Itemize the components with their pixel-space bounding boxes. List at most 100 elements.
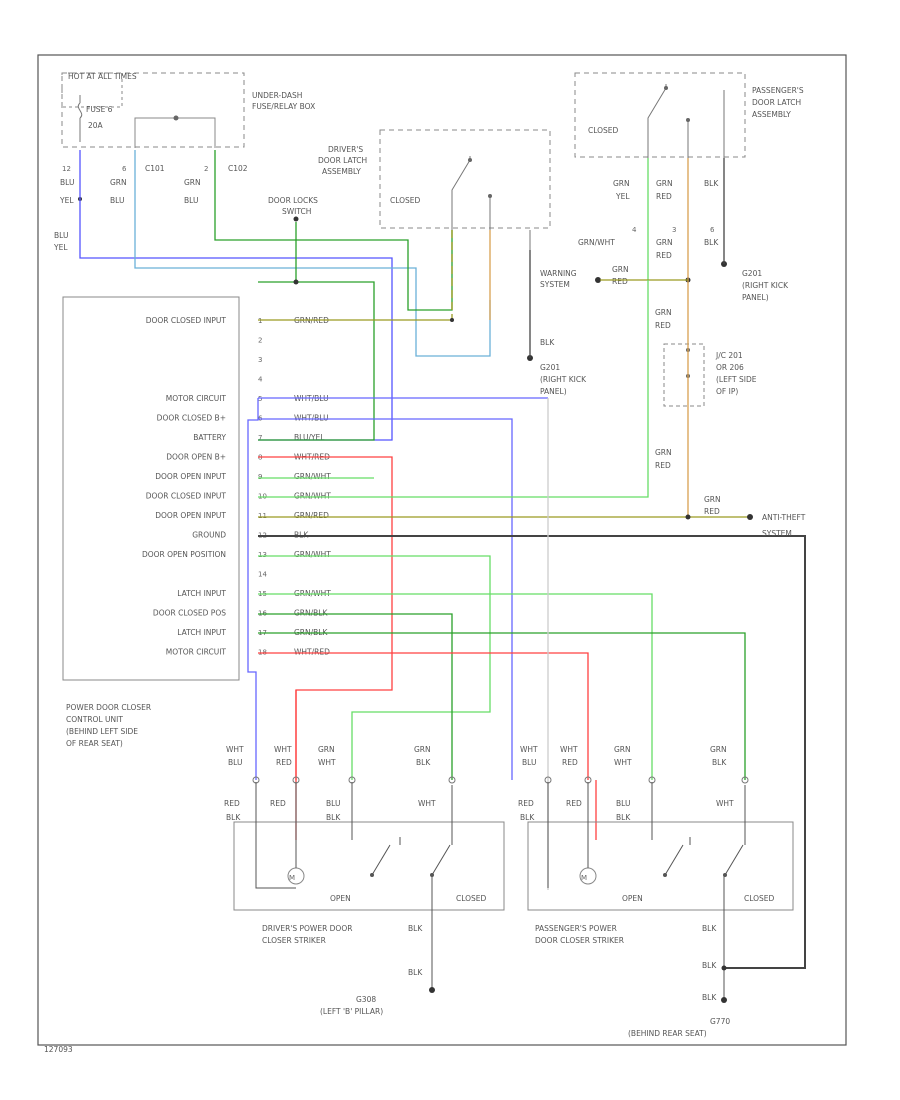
svg-text:WHT: WHT bbox=[418, 799, 436, 808]
passenger-striker-wire-labels: WHT BLU WHT RED GRN WHT GRN BLK RED BLK … bbox=[518, 745, 734, 822]
svg-text:GRN: GRN bbox=[318, 745, 335, 754]
svg-text:RED: RED bbox=[276, 758, 292, 767]
driver-striker-wire-labels: WHT BLU WHT RED GRN WHT GRN BLK RED BLK … bbox=[224, 745, 436, 822]
driver-latch-title-1: DRIVER'S bbox=[328, 145, 363, 154]
g201-top-name: G201 bbox=[742, 269, 762, 278]
control-unit-pin-number: 13 bbox=[258, 551, 267, 559]
wire-wht-blu-pin6 bbox=[258, 418, 513, 780]
door-locks-switch-label-1: DOOR LOCKS bbox=[268, 196, 318, 205]
wire-grn-wht-pin9 bbox=[258, 280, 649, 498]
wire-blk-ground bbox=[258, 535, 806, 969]
power-door-closer-control-unit bbox=[62, 296, 240, 681]
control-unit-pin-wire: GRN/RED bbox=[294, 511, 329, 520]
svg-text:RED: RED bbox=[270, 799, 286, 808]
warning-system-label-2: SYSTEM bbox=[540, 280, 570, 289]
fuse-box-title-1: UNDER-DASH bbox=[252, 91, 302, 100]
door-locks-switch-label-2: SWITCH bbox=[282, 207, 311, 216]
wire-label: RED bbox=[655, 321, 671, 330]
wire-label: BLU bbox=[60, 178, 74, 187]
control-unit-title-3: (BEHIND LEFT SIDE bbox=[66, 727, 138, 736]
control-unit-pin-label: DOOR CLOSED POS bbox=[153, 609, 226, 618]
control-unit-pin-number: 1 bbox=[258, 317, 262, 325]
joint-connector-jc201 bbox=[663, 343, 705, 407]
control-unit-pin-label: DOOR CLOSED INPUT bbox=[146, 316, 227, 325]
pin-12: 12 bbox=[62, 165, 71, 173]
wire-grn-blu-lock bbox=[258, 222, 375, 441]
control-unit-pin-label: MOTOR CIRCUIT bbox=[166, 394, 227, 403]
ground-right-name: G770 bbox=[710, 1017, 730, 1026]
warning-system-label-1: WARNING bbox=[540, 269, 577, 278]
pass-striker-closed: CLOSED bbox=[744, 894, 775, 903]
g201-mid-loc-1: (RIGHT KICK bbox=[540, 375, 587, 384]
anti-theft-label-1: ANTI-THEFT bbox=[762, 513, 806, 522]
driver-power-door-closer-striker: M OPEN CLOSED bbox=[233, 782, 505, 990]
wire-label: GRN bbox=[184, 178, 201, 187]
wire-wht-red-pin18 bbox=[258, 652, 589, 780]
anti-theft-label-2: SYSTEM bbox=[762, 529, 792, 538]
wire-label: GRN bbox=[655, 308, 672, 317]
svg-text:RED: RED bbox=[566, 799, 582, 808]
jc201-label-1: J/C 201 bbox=[715, 351, 743, 360]
wire-label: RED bbox=[704, 507, 720, 516]
control-unit-pin-wire: GRN/BLK bbox=[294, 609, 328, 618]
control-unit-pin-label: DOOR CLOSED B+ bbox=[157, 414, 226, 423]
wire-label: BLU bbox=[110, 196, 124, 205]
control-unit-pin-label: MOTOR CIRCUIT bbox=[166, 648, 227, 657]
pass-latch-closed-label: CLOSED bbox=[588, 126, 619, 135]
ground-right-loc: (BEHIND REAR SEAT) bbox=[628, 1029, 707, 1038]
control-unit-pin-label: DOOR OPEN B+ bbox=[166, 453, 226, 462]
wire-label: BLK bbox=[702, 993, 717, 1002]
wire-label: GRN bbox=[704, 495, 721, 504]
pass-striker-title-1: PASSENGER'S POWER bbox=[535, 924, 617, 933]
driver-latch-closed-label: CLOSED bbox=[390, 196, 421, 205]
ground-left-loc: (LEFT 'B' PILLAR) bbox=[320, 1007, 383, 1016]
svg-text:M: M bbox=[289, 874, 295, 882]
svg-text:RED: RED bbox=[562, 758, 578, 767]
fuse-box-title-2: FUSE/RELAY BOX bbox=[252, 102, 315, 111]
door-locks-switch-terminal bbox=[293, 216, 299, 222]
passenger-power-door-closer-striker: M OPEN CLOSED bbox=[527, 782, 794, 1000]
jc201-label-4: OF IP) bbox=[716, 387, 738, 396]
control-unit-pin-wire: GRN/WHT bbox=[294, 550, 331, 559]
control-unit-title-2: CONTROL UNIT bbox=[66, 715, 123, 724]
wire-grn-blk-pin17 bbox=[258, 632, 746, 780]
svg-text:BLK: BLK bbox=[226, 813, 241, 822]
wire-grn-blk-pin16 bbox=[258, 613, 453, 780]
svg-text:BLK: BLK bbox=[712, 758, 727, 767]
fuse-label: FUSE 6 bbox=[86, 105, 113, 114]
control-unit-pin-label: BATTERY bbox=[193, 433, 226, 442]
wire-label: GRN/WHT bbox=[578, 238, 615, 247]
wire-label: GRN bbox=[612, 265, 629, 274]
passenger-door-latch-assembly: PASSENGER'S DOOR LATCH ASSEMBLY CLOSED bbox=[574, 72, 804, 158]
svg-text:GRN: GRN bbox=[710, 745, 727, 754]
svg-text:WHT: WHT bbox=[274, 745, 292, 754]
driver-latch-title-2: DOOR LATCH bbox=[318, 156, 367, 165]
wire-label: RED bbox=[656, 251, 672, 260]
diagram-frame bbox=[37, 54, 847, 1046]
fuse-relay-box: HOT AT ALL TIMES FUSE 6 20A UNDER-DASH F… bbox=[61, 72, 315, 148]
control-unit-pin-wire: WHT/RED bbox=[294, 648, 330, 657]
driver-door-latch-assembly: DRIVER'S DOOR LATCH ASSEMBLY CLOSED bbox=[318, 129, 551, 250]
wire-label: BLK bbox=[408, 968, 423, 977]
wire-label: BLU bbox=[184, 196, 198, 205]
svg-text:WHT: WHT bbox=[226, 745, 244, 754]
control-unit-pin-number: 14 bbox=[258, 571, 267, 579]
control-unit-pin-number: 9 bbox=[258, 473, 262, 481]
wire-label: RED bbox=[656, 192, 672, 201]
svg-text:BLU: BLU bbox=[616, 799, 630, 808]
control-unit-pin-wire: BLU/YEL bbox=[294, 433, 325, 442]
control-unit-pin-number: 11 bbox=[258, 512, 267, 520]
pass-striker-open: OPEN bbox=[622, 894, 643, 903]
g201-mid-name: G201 bbox=[540, 363, 560, 372]
control-unit-title-4: OF REAR SEAT) bbox=[66, 739, 123, 748]
hot-at-all-times-label: HOT AT ALL TIMES bbox=[68, 72, 137, 81]
ground-left-name: G308 bbox=[356, 995, 376, 1004]
jc201-label-2: OR 206 bbox=[716, 363, 744, 372]
driver-latch-title-3: ASSEMBLY bbox=[322, 167, 361, 176]
control-unit-pin-label: GROUND bbox=[192, 531, 226, 540]
pass-latch-title-2: DOOR LATCH bbox=[752, 98, 801, 107]
svg-text:RED: RED bbox=[518, 799, 534, 808]
fuse-rating: 20A bbox=[88, 121, 104, 130]
